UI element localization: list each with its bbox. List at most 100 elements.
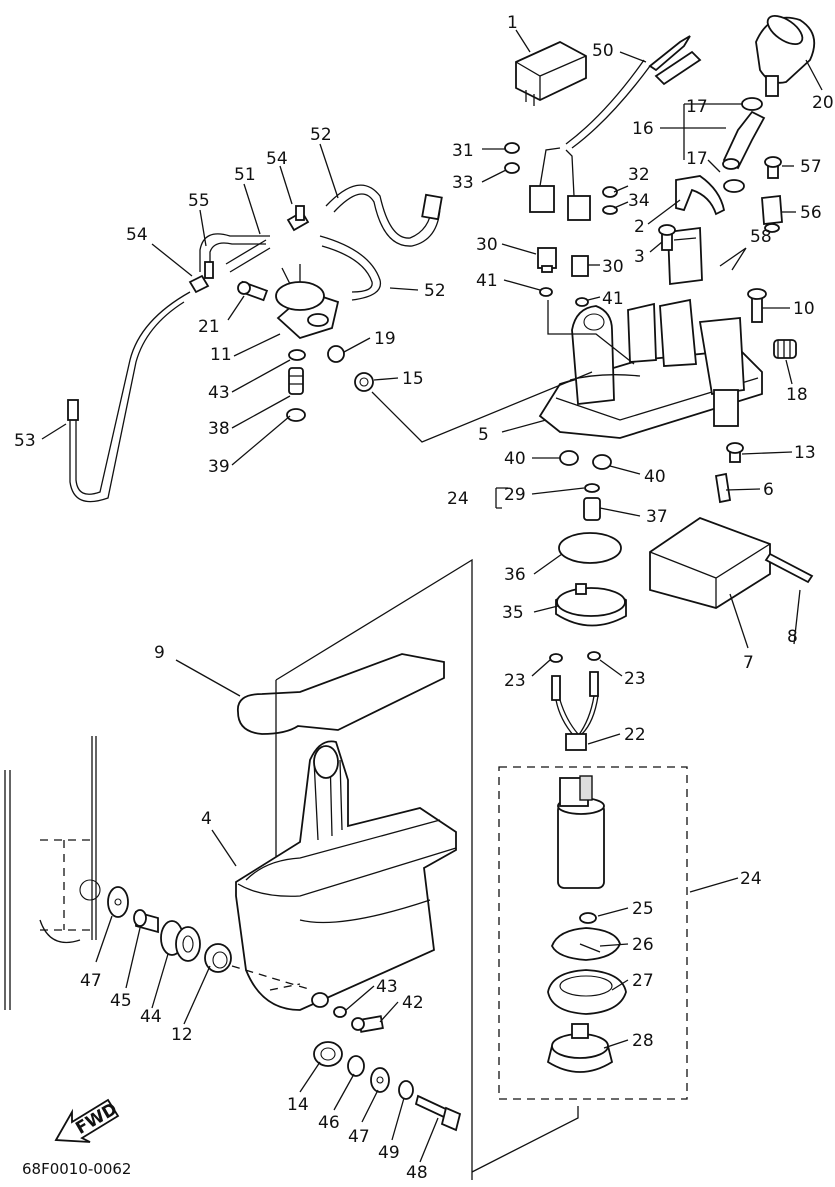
bolt-10 bbox=[747, 288, 767, 323]
washer-46 bbox=[347, 1055, 365, 1077]
callout-3: 3 bbox=[634, 247, 645, 267]
grommet-12 bbox=[204, 943, 232, 973]
callout-54a: 54 bbox=[126, 225, 148, 245]
washer-47-lower bbox=[370, 1067, 390, 1093]
fuel-hose-55 bbox=[199, 233, 270, 272]
callout-30a: 30 bbox=[476, 235, 498, 255]
callout-34: 34 bbox=[628, 191, 650, 211]
callout-46: 46 bbox=[318, 1113, 340, 1133]
callout-17b: 17 bbox=[686, 149, 708, 169]
fwd-arrow-icon: FWD bbox=[54, 1098, 121, 1143]
grommet-23-right bbox=[587, 651, 601, 661]
holder-56 bbox=[761, 195, 783, 233]
callout-6: 6 bbox=[763, 480, 774, 500]
callout-24a: 24 bbox=[447, 489, 469, 509]
callout-2: 2 bbox=[634, 217, 645, 237]
callout-11: 11 bbox=[210, 345, 232, 365]
callout-13: 13 bbox=[794, 443, 816, 463]
leader-dash-bowl bbox=[231, 965, 313, 991]
clamp-27 bbox=[547, 969, 627, 1015]
o-ring-36 bbox=[558, 532, 622, 564]
bracket-2 bbox=[675, 175, 726, 216]
callout-22: 22 bbox=[624, 725, 646, 745]
collar-37 bbox=[583, 497, 601, 521]
washer-47-left bbox=[107, 886, 129, 918]
nut-31 bbox=[504, 142, 520, 154]
callout-29: 29 bbox=[504, 485, 526, 505]
callout-49: 49 bbox=[378, 1143, 400, 1163]
callout-40b: 40 bbox=[644, 467, 666, 487]
callout-42: 42 bbox=[402, 993, 424, 1013]
callout-16: 16 bbox=[632, 119, 654, 139]
wire-lead-22 bbox=[551, 671, 599, 751]
fuel-joint-54-lower bbox=[188, 261, 214, 294]
callout-5: 5 bbox=[478, 425, 489, 445]
callout-45: 45 bbox=[110, 991, 132, 1011]
callout-41a: 41 bbox=[476, 271, 498, 291]
terminal-30-left bbox=[537, 247, 557, 273]
terminal-30-right bbox=[571, 255, 589, 277]
screw-57 bbox=[764, 156, 782, 179]
callout-12: 12 bbox=[171, 1025, 193, 1045]
grommet-40-left bbox=[559, 450, 579, 466]
callout-47b: 47 bbox=[348, 1127, 370, 1147]
callout-26: 26 bbox=[632, 935, 654, 955]
callout-43a: 43 bbox=[208, 383, 230, 403]
callout-24b: 24 bbox=[740, 869, 762, 889]
grommet-43-lower bbox=[311, 992, 347, 1018]
callout-32: 32 bbox=[628, 165, 650, 185]
callout-31: 31 bbox=[452, 141, 474, 161]
screw-42 bbox=[351, 1015, 384, 1033]
fuel-filter-11 bbox=[275, 264, 340, 340]
drawing-code: 68F0010-0062 bbox=[22, 1160, 131, 1178]
callout-54b: 54 bbox=[266, 149, 288, 169]
pin-8 bbox=[764, 552, 814, 584]
grommet-23-left bbox=[549, 653, 563, 663]
sensor-lead-right bbox=[565, 149, 591, 221]
fuel-hose-53 bbox=[67, 291, 191, 503]
nut-32 bbox=[602, 186, 618, 198]
callout-28: 28 bbox=[632, 1031, 654, 1051]
callout-50: 50 bbox=[592, 41, 614, 61]
washer-33 bbox=[504, 162, 520, 174]
callout-40a: 40 bbox=[504, 449, 526, 469]
callout-19: 19 bbox=[374, 329, 396, 349]
fuel-pump bbox=[557, 775, 605, 889]
screw-3 bbox=[658, 224, 676, 251]
callout-53: 53 bbox=[14, 431, 36, 451]
washer-34 bbox=[602, 205, 618, 215]
o-ring-41-left bbox=[539, 287, 553, 297]
callout-41b: 41 bbox=[602, 289, 624, 309]
callout-55: 55 bbox=[188, 191, 210, 211]
washer-43-upper bbox=[288, 349, 306, 361]
callout-labels: 1 2 3 4 5 6 7 8 9 10 11 12 13 14 15 16 1… bbox=[14, 13, 834, 1183]
fuel-filter-20 bbox=[755, 15, 816, 97]
callout-30b: 30 bbox=[602, 257, 624, 277]
bracket-58 bbox=[667, 226, 703, 286]
callout-36: 36 bbox=[504, 565, 526, 585]
spacer-26 bbox=[551, 927, 621, 961]
callout-51: 51 bbox=[234, 165, 256, 185]
callout-27: 27 bbox=[632, 971, 654, 991]
callout-37: 37 bbox=[646, 507, 668, 527]
callout-48: 48 bbox=[406, 1163, 428, 1182]
callout-47a: 47 bbox=[80, 971, 102, 991]
separator-bowl-4 bbox=[235, 740, 457, 1011]
washer-49 bbox=[398, 1080, 414, 1100]
filter-28 bbox=[546, 1023, 614, 1073]
bolt-48 bbox=[414, 1094, 462, 1132]
callout-57: 57 bbox=[800, 157, 822, 177]
fuel-hose-51 bbox=[225, 239, 271, 273]
leader-lines bbox=[41, 29, 823, 1173]
callout-10: 10 bbox=[793, 299, 815, 319]
holder-35 bbox=[555, 583, 627, 627]
grommet-14 bbox=[313, 1041, 343, 1067]
callout-39: 39 bbox=[208, 457, 230, 477]
callout-14: 14 bbox=[287, 1095, 309, 1115]
fuel-hose-52-upper bbox=[325, 184, 443, 247]
callout-58: 58 bbox=[750, 227, 772, 247]
washer-25 bbox=[579, 912, 597, 924]
callout-17a: 17 bbox=[686, 97, 708, 117]
callout-9: 9 bbox=[154, 643, 165, 663]
callout-38: 38 bbox=[208, 419, 230, 439]
